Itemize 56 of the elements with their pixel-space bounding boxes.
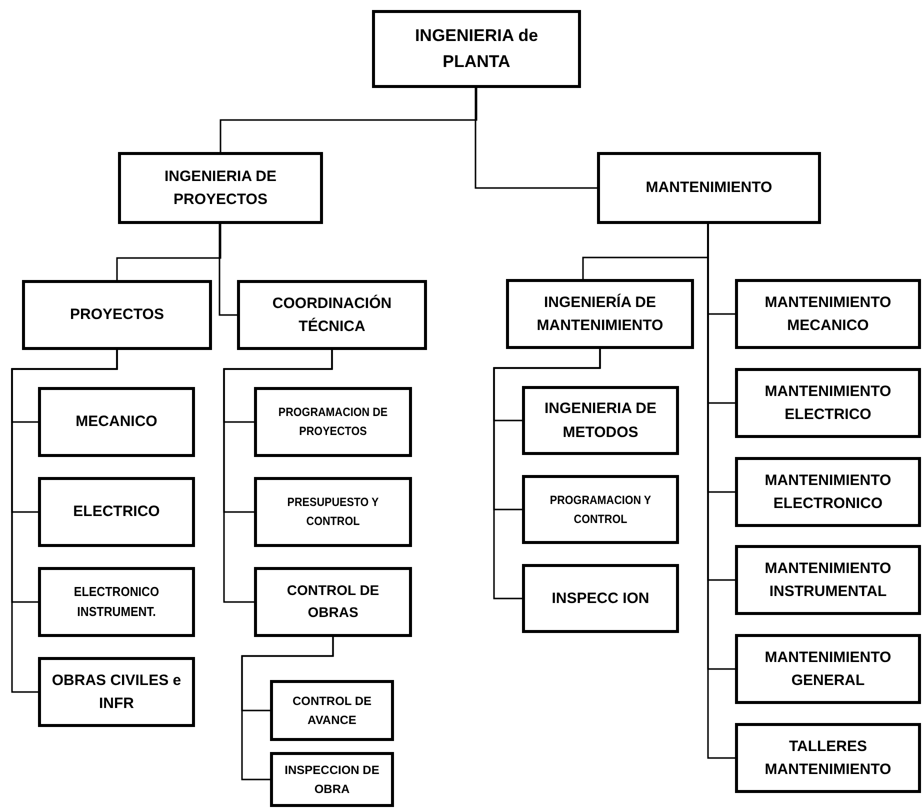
org-box	[735, 457, 921, 527]
unit-name: MANTENIMIENTO ELECTRONICO	[764, 470, 892, 514]
org-box	[254, 387, 412, 457]
unit-name: MANTENIMIENTO GENERAL	[764, 648, 892, 691]
connector-line	[218, 224, 237, 316]
org-box	[270, 752, 394, 807]
unit-name: OBRAS CIVILES e INFR	[50, 670, 182, 714]
unit-name: PRESUPUESTO Y CONTROL	[286, 494, 380, 530]
org-box	[38, 657, 195, 727]
unit-name: PROGRAMACION Y CONTROL	[548, 492, 652, 528]
org-box	[22, 280, 212, 350]
org-box	[372, 10, 581, 88]
org-box	[522, 475, 679, 544]
unit-name: MANTENIMIENTO	[644, 178, 774, 198]
org-box	[597, 152, 821, 224]
unit-name: COORDINACIÓN TÉCNICA	[271, 294, 393, 337]
unit-name: CONTROL DE OBRAS	[286, 581, 380, 622]
org-box	[38, 387, 195, 457]
org-box	[237, 280, 427, 350]
org-box	[118, 152, 323, 224]
org-box	[735, 723, 921, 793]
unit-name: INSPECC ION	[550, 588, 650, 609]
unit-name: MANTENIMIENTO INSTRUMENTAL	[764, 558, 892, 602]
unit-name: INGENIERIA DE PROYECTOS	[164, 166, 278, 210]
unit-name: PROYECTOS	[69, 305, 165, 326]
org-box	[270, 680, 394, 741]
unit-name: PROGRAMACION DE PROYECTOS	[277, 404, 389, 440]
unit-name: ELECTRONICO INSTRUMENT.	[72, 582, 160, 621]
unit-name: TALLERES MANTENIMIENTO	[764, 736, 892, 780]
org-box	[522, 386, 679, 455]
connector-line	[220, 88, 478, 152]
unit-name: ELECTRICO	[72, 502, 161, 522]
org-box	[254, 477, 412, 547]
connector-line	[223, 350, 333, 603]
connector-line	[493, 349, 601, 600]
org-box	[38, 477, 195, 547]
org-box	[254, 567, 412, 637]
org-box	[735, 279, 921, 349]
connector-line	[474, 88, 597, 189]
org-box	[38, 567, 195, 637]
connector-line	[116, 224, 222, 280]
org-box	[522, 564, 679, 633]
unit-name: INSPECCION DE OBRA	[284, 762, 380, 798]
unit-name: INGENIERIA DE METODOS	[544, 399, 658, 442]
org-box	[735, 368, 921, 438]
org-box	[506, 279, 694, 349]
unit-name: INGENIERIA de PLANTA	[414, 24, 540, 73]
unit-name: MANTENIMIENTO MECANICO	[764, 292, 892, 336]
unit-name: CONTROL DE AVANCE	[291, 692, 373, 728]
unit-name: MECANICO	[74, 412, 158, 432]
org-box	[735, 545, 921, 615]
unit-name: INGENIERÍA DE MANTENIMIENTO	[536, 292, 664, 336]
unit-name: MANTENIMIENTO ELECTRICO	[764, 382, 892, 425]
org-box	[735, 634, 921, 704]
connector-line	[11, 350, 118, 693]
connector-line	[241, 637, 334, 780]
